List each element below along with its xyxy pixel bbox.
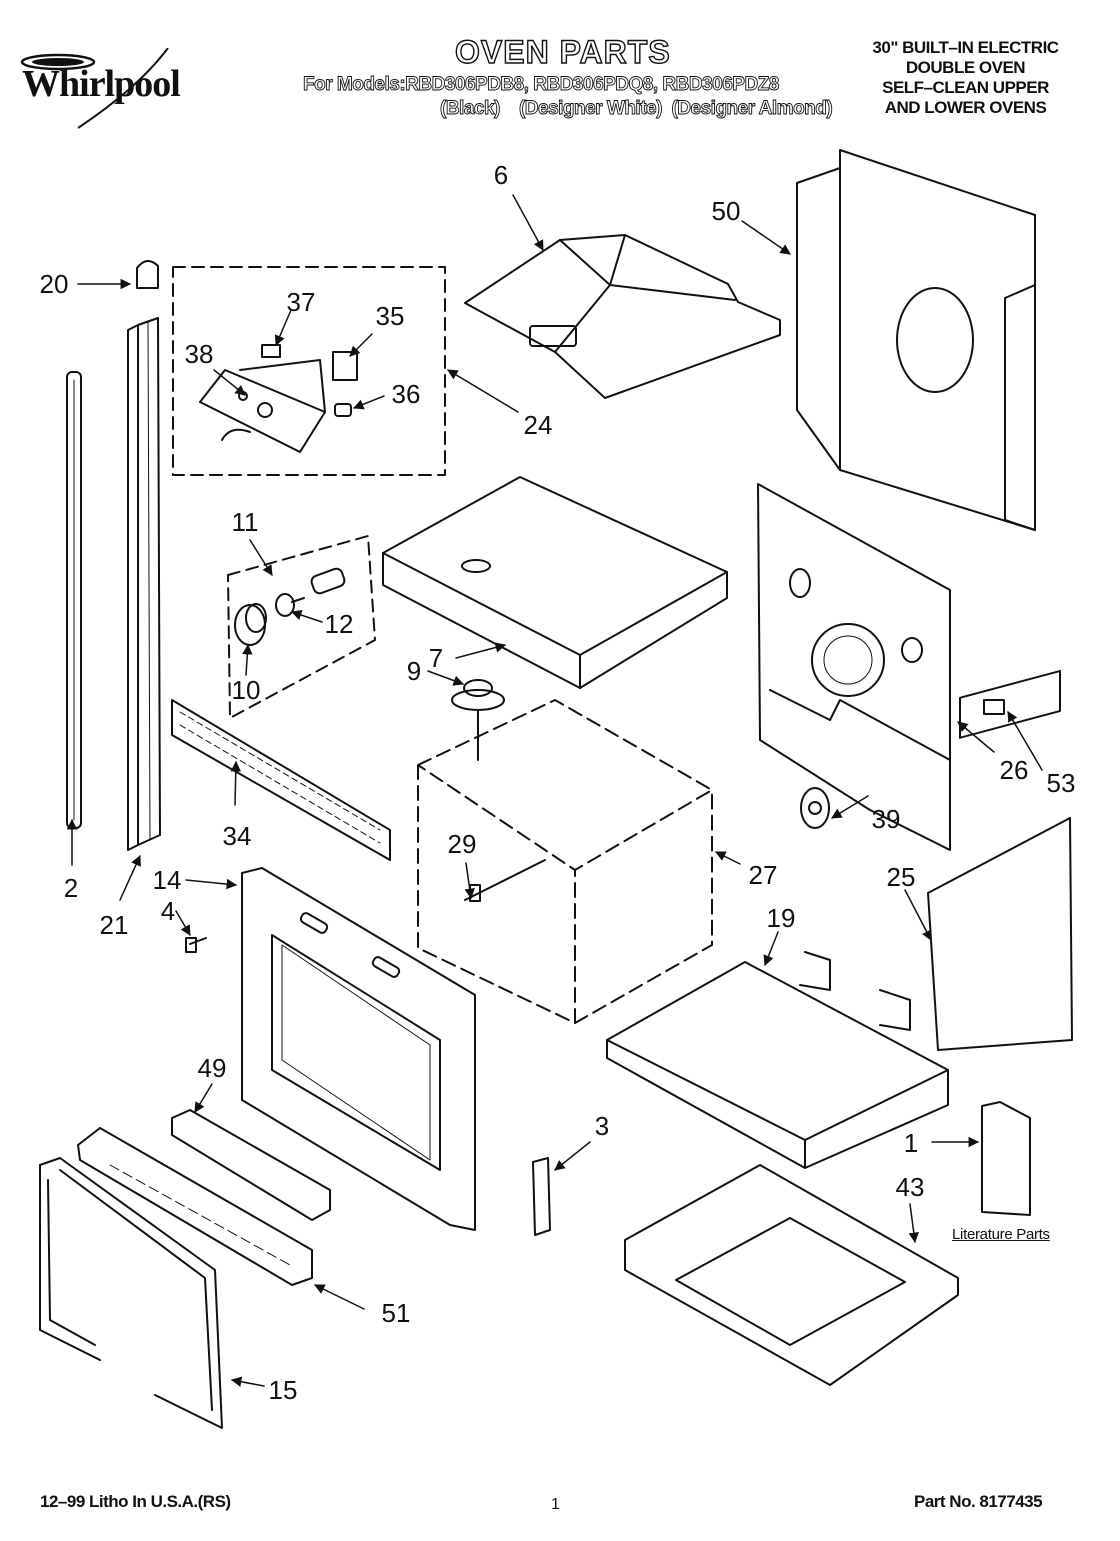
callout-38: 38 [184,339,214,369]
callout-15: 15 [268,1375,298,1405]
whirlpool-logo: Whirlpool [18,47,233,133]
callout-36: 36 [391,379,421,409]
brand-name: Whirlpool [22,63,181,105]
callout-27: 27 [748,860,778,890]
part-number: Part No. 8177435 [914,1492,1043,1511]
logo-swirl-graphic [20,47,169,129]
product-line-3: SELF–CLEAN UPPER [882,78,1049,97]
callout-12: 12 [324,609,354,639]
part-2-side-trim [66,371,82,829]
callout-24: 24 [523,410,553,440]
callout-9: 9 [406,656,422,686]
callout-20: 20 [39,269,69,299]
callout-4: 4 [160,896,176,926]
page-title: OVEN PARTS [454,33,671,70]
leader-lines [66,194,1043,1387]
part-39-sensor [800,787,830,829]
part-37-switch [261,344,281,358]
page-number: 1 [551,1496,560,1513]
callout-34: 34 [222,821,252,851]
callout-43: 43 [895,1172,925,1202]
part-11-lamp-assembly-box [227,535,376,719]
part-50-rear-panel [796,149,1036,531]
part-24-bracket [199,359,326,453]
callout-1: 1 [903,1128,919,1158]
part-25-side-wrapper [927,669,1073,1051]
part-43-lower-tray [624,1164,959,1386]
part-26-side-panel [757,483,951,851]
callout-51: 51 [381,1298,411,1328]
callout-53: 53 [1046,768,1076,798]
part-49-duct [171,1109,331,1221]
callout-19: 19 [766,903,796,933]
part-20-cap [136,260,159,289]
part-34-control-strip [171,699,391,861]
product-line-4: AND LOWER OVENS [884,98,1047,117]
part-6-vent-duct [464,234,781,399]
callout-26: 26 [999,755,1029,785]
callout-35: 35 [375,301,405,331]
part-35-relay [332,351,358,381]
product-line-2: DOUBLE OVEN [905,58,1026,77]
part-14-front-frame [241,867,476,1231]
part-53-clip [983,699,1005,715]
part-15-door-gasket [39,1157,223,1429]
part-3-bracket [532,1157,551,1236]
callout-37: 37 [286,287,316,317]
part-36-connector [334,403,352,417]
part-21-side-channel [127,317,161,851]
callout-49: 49 [197,1053,227,1083]
callout-39: 39 [871,804,901,834]
product-description: 30" BUILT–IN ELECTRIC DOUBLE OVEN SELF–C… [853,38,1078,118]
part-lamp-socket [310,567,346,595]
part-51-vent-grille [77,1127,313,1286]
callout-3: 3 [594,1111,610,1141]
callout-29: 29 [447,829,477,859]
part-19-bottom-tray [606,951,949,1169]
part-7-top-panel [382,476,728,689]
part-12-lamp-bulb [275,593,305,617]
product-line-1: 30" BUILT–IN ELECTRIC [872,38,1059,57]
model-numbers: For Models:RBD306PDB8, RBD306PDQ8, RBD30… [303,74,780,96]
part-4-screw [185,937,207,953]
model-finishes: (Black) (Designer White) (Designer Almon… [440,98,834,120]
part-1-literature [981,1101,1031,1216]
callout-11: 11 [231,507,259,537]
part-27-oven-cavity [417,699,713,1024]
callout-25: 25 [886,862,916,892]
part-9-fan-hub [451,679,505,761]
part-29-element-wire [464,859,546,902]
callout-10: 10 [231,675,261,705]
callout-7: 7 [428,643,444,673]
literature-parts-label: Literature Parts [952,1226,1050,1243]
callout-14: 14 [152,865,182,895]
callout-50: 50 [711,196,741,226]
callout-21: 21 [99,910,129,940]
callout-2: 2 [63,873,79,903]
part-10-lamp-lens [234,603,267,646]
part-24-assembly-box [172,266,446,476]
footer-litho: 12–99 Litho In U.S.A.(RS) [40,1492,231,1511]
callout-6: 6 [493,160,509,190]
